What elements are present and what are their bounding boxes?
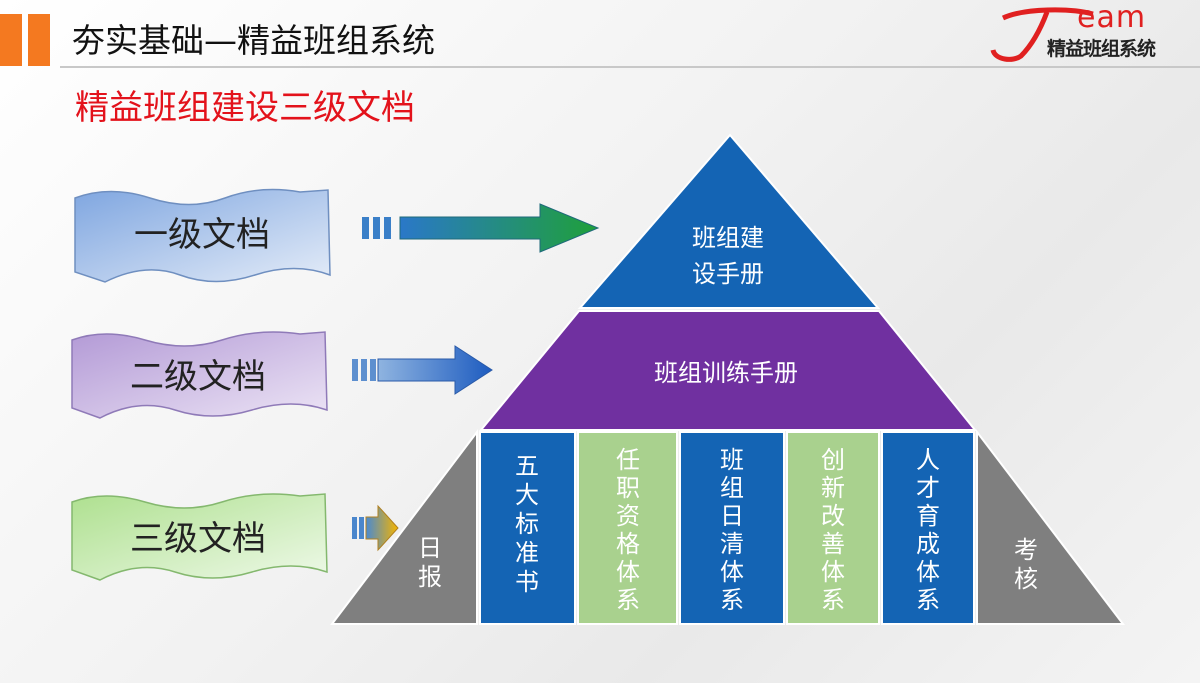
column-char: 日 (418, 534, 442, 562)
pyramid-column (786, 431, 880, 625)
column-char: 准 (515, 539, 539, 567)
team-logo: eam 精益班组系统 (985, 0, 1190, 64)
column-char: 系 (720, 586, 744, 614)
column-char: 核 (1014, 565, 1038, 593)
column-char: 职 (616, 474, 640, 502)
column-char: 体 (916, 558, 940, 586)
level-2-label: 二级文档 (130, 357, 266, 397)
level-1-arrow (362, 203, 600, 253)
column-char: 系 (821, 586, 845, 614)
column-char: 创 (821, 446, 845, 474)
column-char: 才 (916, 474, 940, 502)
pyramid-column (679, 431, 785, 625)
page-title: 夯实基础—精益班组系统 (72, 21, 435, 60)
column-char: 人 (916, 446, 940, 474)
column-char: 系 (616, 586, 640, 614)
column-char: 任 (616, 446, 640, 474)
header-divider (60, 66, 1200, 68)
column-char: 班 (720, 446, 744, 474)
column-char: 日 (720, 502, 744, 530)
pyramid-column (577, 431, 678, 625)
pyramid-column (479, 431, 576, 625)
logo-subtitle: 精益班组系统 (1047, 38, 1156, 60)
logo-team-text: eam (1077, 0, 1147, 35)
level-3-scroll: 三级文档 (71, 493, 328, 581)
column-char: 清 (720, 530, 744, 558)
column-char: 资 (616, 502, 640, 530)
column-char: 体 (720, 558, 744, 586)
column-char: 书 (515, 568, 539, 596)
column-char: 格 (616, 530, 640, 558)
level-3-arrow (352, 504, 399, 552)
pyramid-bottom-left (329, 429, 478, 625)
column-text-daily-report: 日报 (418, 534, 442, 591)
column-char: 善 (821, 530, 845, 558)
column-char: 体 (821, 558, 845, 586)
level-1-label: 一级文档 (134, 215, 270, 255)
accent-bar (28, 14, 50, 66)
pyramid-top (577, 133, 881, 309)
pyramid-column (881, 431, 975, 625)
pyramid-top-line-2: 设手册 (692, 260, 764, 288)
column-char: 考 (1014, 536, 1038, 564)
column-char: 大 (515, 481, 539, 509)
pyramid-middle (478, 310, 978, 431)
column-char: 成 (916, 530, 940, 558)
level-2-arrow (352, 345, 493, 395)
accent-bar (0, 14, 22, 66)
header: 夯实基础—精益班组系统 eam 精益班组系统 (0, 0, 1200, 70)
column-char: 组 (720, 474, 744, 502)
pyramid-top-line-1: 班组建 (692, 224, 764, 252)
column-char: 五 (515, 452, 539, 480)
column-text-assessment: 考核 (1014, 536, 1038, 593)
pyramid-bottom-right (976, 429, 1126, 625)
column-char: 改 (821, 502, 845, 530)
logo-t-icon (990, 7, 1094, 62)
column-char: 体 (616, 558, 640, 586)
pyramid-middle-label: 班组训练手册 (654, 359, 798, 387)
column-char: 报 (418, 563, 442, 591)
column-char: 系 (916, 586, 940, 614)
column-char: 育 (916, 502, 940, 530)
column-char: 标 (515, 510, 539, 538)
slide-subtitle: 精益班组建设三级文档 (75, 88, 415, 128)
level-2-scroll: 二级文档 (71, 331, 328, 419)
level-3-label: 三级文档 (130, 519, 266, 559)
level-1-scroll: 一级文档 (74, 188, 331, 283)
column-char: 新 (821, 474, 845, 502)
